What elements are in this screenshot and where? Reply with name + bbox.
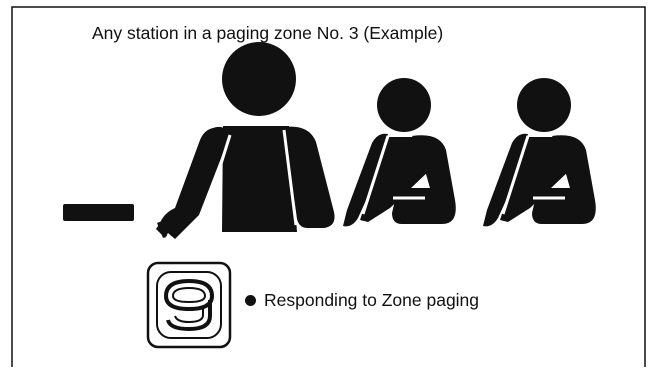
frame-border [11, 6, 646, 367]
zone-paging-note: Responding to Zone paging [245, 290, 479, 311]
person-2-icon [343, 78, 456, 227]
bullet-icon [245, 295, 256, 306]
person-1-icon [156, 42, 335, 239]
caption-text: Any station in a paging zone No. 3 (Exam… [92, 23, 444, 43]
key-9-icon [146, 261, 232, 349]
person-3-icon [483, 78, 596, 227]
telephone-handset-icon [63, 204, 134, 221]
zone-paging-note-text: Responding to Zone paging [264, 290, 480, 310]
